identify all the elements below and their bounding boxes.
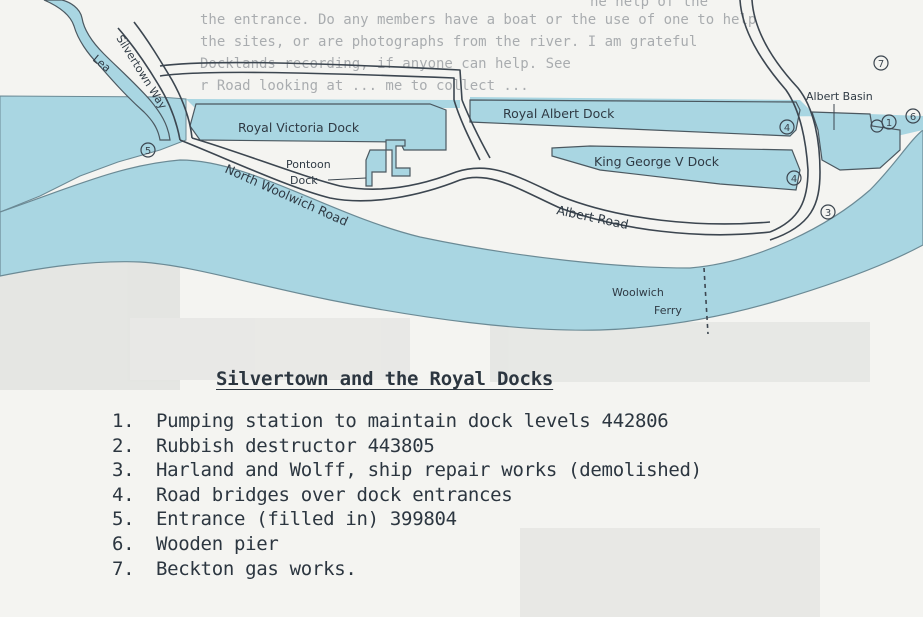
marker-number: 4	[784, 123, 790, 134]
albert-road	[461, 99, 491, 159]
pontoon-dock-pointer	[327, 177, 367, 181]
background-text-line: the sites, or are photographs from the r…	[200, 34, 697, 50]
marker-number: 7	[878, 59, 884, 70]
label-royal-victoria-dock: Royal Victoria Dock	[238, 120, 360, 135]
legend-item-text: Entrance (filled in) 399804	[156, 508, 457, 531]
legend-item: 7. Beckton gas works.	[112, 557, 702, 582]
marker-number: 3	[825, 208, 831, 219]
marker-5: 5	[140, 142, 156, 158]
legend-item: 3. Harland and Wolff, ship repair works (…	[112, 458, 702, 483]
roads	[117, 0, 821, 335]
pontoon-dock	[365, 139, 411, 187]
legend-item-text: Rubbish destructor 443805	[156, 434, 435, 457]
background-text-line: Docklands recording, if anyone can help.…	[200, 56, 571, 72]
label-woolwich-ferry: Ferry	[654, 304, 682, 317]
legend-item: 4. Road bridges over dock entrances	[112, 483, 702, 508]
legend-item-text: Pumping station to maintain dock levels …	[156, 410, 669, 432]
royal-albert-dock	[469, 99, 801, 137]
marker-number: 4	[791, 174, 797, 185]
marker-number: 1	[886, 118, 892, 129]
legend-item-number: 4.	[112, 483, 135, 506]
silvertown-way-road	[117, 27, 181, 141]
river-thames-south	[0, 129, 923, 331]
legend-item-text: Road bridges over dock entrances	[156, 483, 513, 506]
river-thames	[0, 95, 187, 213]
map-markers: 7 6 1 4 4 3 5	[140, 55, 921, 220]
label-woolwich-ferry: Woolwich	[612, 286, 664, 299]
north-woolwich-road	[179, 139, 771, 236]
marker-number: 6	[910, 112, 916, 123]
silvertown-way-road	[133, 21, 193, 139]
legend-item-number: 7.	[112, 557, 135, 580]
label-pontoon-dock: Dock	[290, 174, 318, 187]
marker-4: 4	[779, 119, 795, 135]
east-road	[751, 0, 821, 241]
legend-list: 1. Pumping station to maintain dock level…	[112, 409, 702, 581]
royal-victoria-dock	[189, 103, 447, 151]
legend-item: 6. Wooden pier	[112, 532, 702, 557]
legend-item: 5. Entrance (filled in) 399804	[112, 507, 702, 532]
east-road	[739, 0, 809, 233]
background-text-line: he help of the	[590, 0, 708, 10]
ring-road	[159, 71, 455, 100]
ring-road	[159, 61, 463, 101]
background-text: he help of the the entrance. Do any memb…	[200, 0, 756, 94]
background-text-line: r Road looking at ... me to collect ...	[200, 78, 529, 94]
river-lea	[43, 0, 171, 141]
marker-2	[870, 119, 884, 133]
legend-item: 2. Rubbish destructor 443805	[112, 434, 702, 459]
legend-item: 1. Pumping station to maintain dock level…	[112, 409, 702, 434]
label-royal-albert-dock: Royal Albert Dock	[503, 106, 615, 121]
label-pontoon-dock: Pontoon	[286, 158, 331, 171]
background-photos	[0, 250, 870, 617]
legend-item-number: 5.	[112, 508, 135, 531]
north-woolwich-road	[191, 137, 771, 225]
king-george-v-dock	[551, 145, 801, 191]
legend-item-number: 6.	[112, 532, 135, 555]
marker-4: 4	[786, 170, 802, 186]
marker-number: 5	[145, 146, 151, 157]
marker-6: 6	[905, 108, 921, 124]
legend-item-text: Wooden pier	[156, 532, 279, 555]
legend-item-number: 3.	[112, 459, 135, 482]
albert-road	[453, 99, 481, 161]
label-albert-basin: Albert Basin	[806, 90, 873, 103]
label-king-george-v-dock: King George V Dock	[594, 154, 720, 169]
background-text-line: the entrance. Do any members have a boat…	[200, 12, 756, 28]
legend-title: Silvertown and the Royal Docks	[216, 368, 554, 390]
woolwich-ferry-route	[703, 267, 709, 335]
legend-item-number: 1.	[112, 410, 135, 432]
legend-item-text: Harland and Wolff, ship repair works (de…	[156, 459, 702, 482]
legend-item-number: 2.	[112, 434, 135, 457]
marker-3: 3	[820, 204, 836, 220]
marker-7: 7	[873, 55, 889, 71]
legend-item-text: Beckton gas works.	[156, 557, 357, 580]
